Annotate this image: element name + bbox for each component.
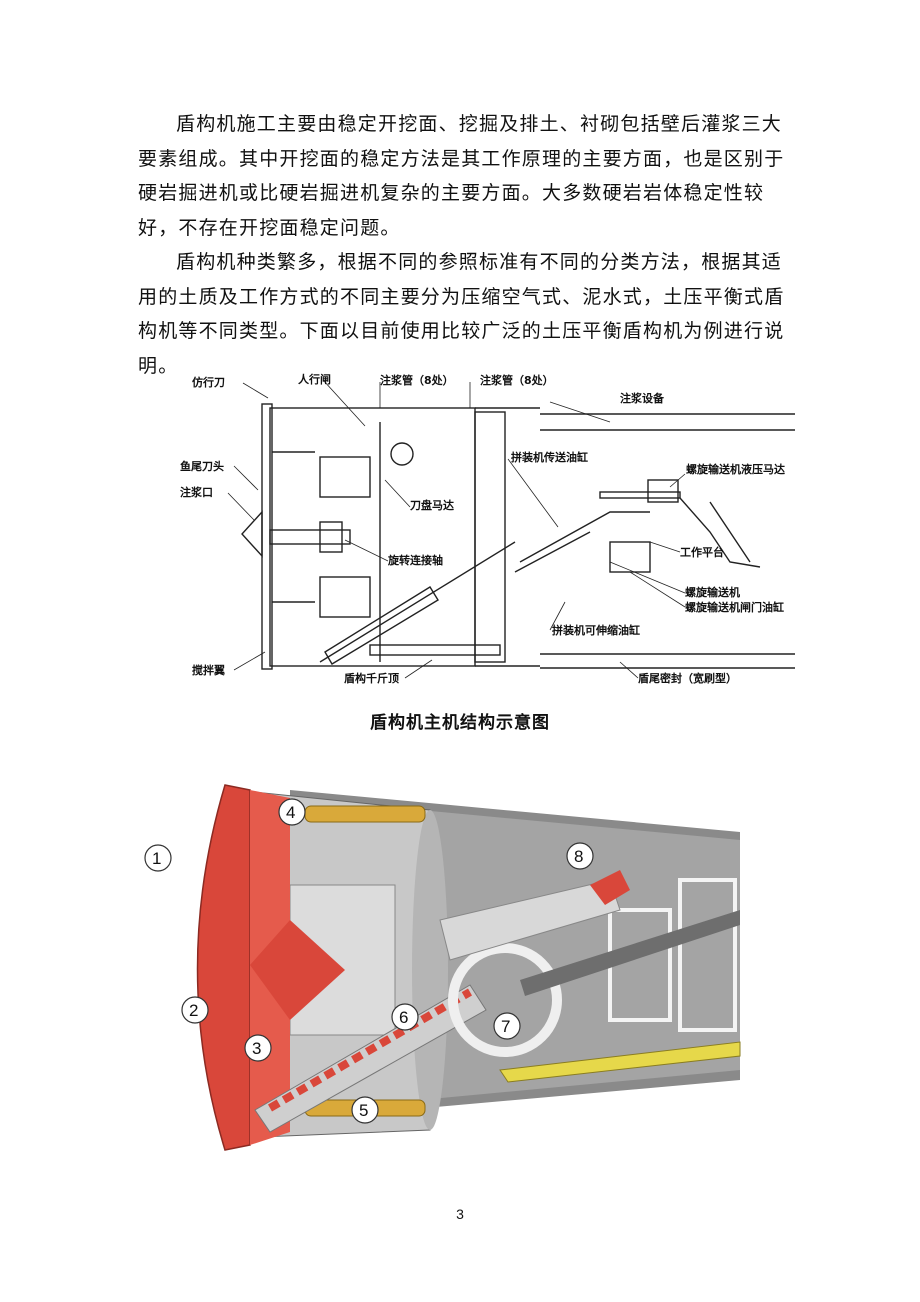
label-copy-cutter: 仿行刀 <box>192 375 225 389</box>
callout-3-marker <box>244 1034 272 1062</box>
label-tail-seal: 盾尾密封（宽刷型） <box>638 671 737 685</box>
callout-2-marker <box>181 996 209 1024</box>
callout-2: 2 <box>189 1001 198 1020</box>
label-work-platform: 工作平台 <box>680 545 724 559</box>
callout-8-marker <box>566 842 594 870</box>
label-erector-travel-cylinder: 拼装机传送油缸 <box>511 450 588 464</box>
tbm-schematic-figure: 仿行刀 人行闸 注浆管（8处） 注浆管（8处） 注浆设备 鱼尾刀头 注浆口 拼装… <box>180 372 795 685</box>
callout-7-marker <box>493 1012 521 1040</box>
label-cutterhead-motor: 刀盘马达 <box>410 498 454 512</box>
label-fishtail-cutter: 鱼尾刀头 <box>180 459 224 473</box>
paragraph-1: 盾构机施工主要由稳定开挖面、挖掘及排土、衬砌包括壁后灌浆三大要素组成。其中开挖面… <box>138 113 785 239</box>
label-screw-conveyor-motor: 螺旋输送机液压马达 <box>686 462 785 476</box>
label-screw-conveyor: 螺旋输送机 <box>685 585 740 599</box>
callout-4-marker <box>278 798 306 826</box>
callout-8: 8 <box>574 847 583 866</box>
figure-caption: 盾构机主机结构示意图 <box>370 713 550 733</box>
label-manlock: 人行闸 <box>298 372 331 386</box>
callout-6-marker <box>391 1003 419 1031</box>
callout-3: 3 <box>252 1039 261 1058</box>
label-grout-pipe-2: 注浆管（8处） <box>480 373 554 387</box>
label-grout-equipment: 注浆设备 <box>620 391 665 405</box>
callout-7: 7 <box>501 1017 510 1036</box>
callout-1: 1 <box>152 849 161 868</box>
label-grout-port: 注浆口 <box>180 485 213 499</box>
callout-6: 6 <box>399 1008 408 1027</box>
label-thrust-jack: 盾构千斤顶 <box>344 671 399 685</box>
label-rotary-shaft: 旋转连接轴 <box>387 553 443 567</box>
callout-5: 5 <box>359 1101 368 1120</box>
label-mixing-wing: 搅拌翼 <box>192 663 225 677</box>
tbm-cutaway-figure: 1 2 3 4 5 6 7 8 <box>144 784 741 1151</box>
paragraph-2: 盾构机种类繁多，根据不同的参照标准有不同的分类方法，根据其适用的土质及工作方式的… <box>138 251 785 377</box>
page-number: 3 <box>456 1206 464 1222</box>
label-grout-pipe-1: 注浆管（8处） <box>380 373 454 387</box>
label-erector-telescopic-cylinder: 拼装机可伸缩油缸 <box>552 623 640 637</box>
callout-1-marker <box>144 844 172 872</box>
label-screw-gate-cylinder: 螺旋输送机闸门油缸 <box>685 600 784 614</box>
callout-4: 4 <box>286 803 295 822</box>
callout-5-marker <box>351 1096 379 1124</box>
